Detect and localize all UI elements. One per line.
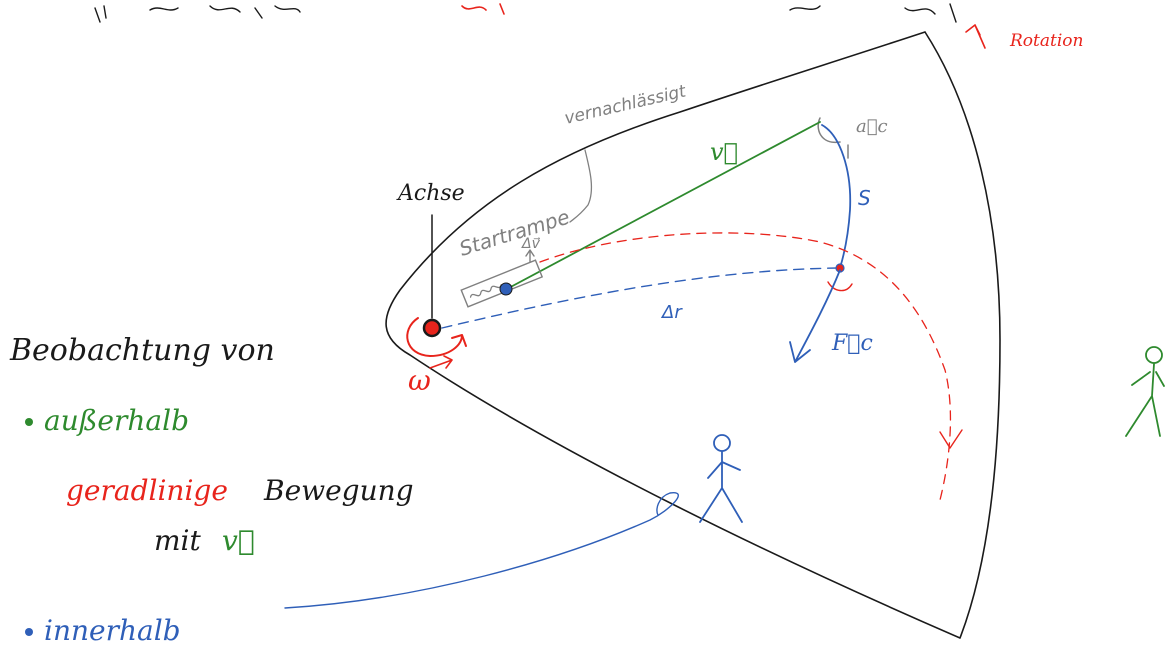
omega-label: ω — [408, 364, 431, 397]
rotation-arrow — [965, 24, 986, 49]
motion-label: Bewegung — [263, 474, 414, 507]
delta-r-label: Δr — [660, 302, 683, 323]
vernachlaessigt-bracket — [569, 149, 593, 223]
omega-arrow — [429, 355, 453, 369]
bullet-inside — [25, 628, 33, 636]
startrampe-label: Startrampe — [456, 205, 572, 261]
inside-observer — [699, 434, 743, 523]
ball-start — [499, 282, 513, 296]
launch-ramp — [460, 259, 544, 308]
delta-r-line — [441, 267, 839, 329]
observation-heading: Beobachtung von — [9, 333, 275, 368]
velocity-label-green: v⃗ — [222, 524, 255, 557]
centrifugal-force-label: F⃗c — [831, 331, 873, 356]
cutoff-red-stroke — [461, 3, 505, 15]
velocity-label-top: v⃗ — [710, 138, 738, 166]
trajectory-point-arc — [827, 281, 853, 292]
cutoff-top-text — [94, 3, 957, 23]
centripetal-accel-label: a⃗c — [856, 116, 888, 137]
vernachlaessigt-label: vernachlässigt — [563, 81, 689, 129]
delta-v-arrow — [525, 249, 535, 263]
curved-trajectory-arrowhead — [939, 429, 963, 449]
outside-label: außerhalb — [44, 404, 189, 437]
straight-motion-label: geradlinige — [66, 474, 228, 507]
centripetal-accel-curve — [817, 117, 849, 159]
omega-rotation-arrow — [406, 317, 467, 357]
axis-label: Achse — [396, 181, 465, 206]
rotation-label: Rotation — [1009, 31, 1083, 51]
centrifugal-force-arrow — [789, 269, 841, 363]
arc-label-s: S — [858, 186, 871, 210]
curved-trajectory — [539, 232, 952, 501]
bullet-outside — [25, 418, 33, 426]
axis-point — [422, 318, 442, 338]
disc-outline — [385, 31, 1001, 639]
trajectory-line — [504, 121, 821, 291]
arc-path-s — [821, 124, 852, 269]
outside-observer — [1125, 346, 1165, 437]
with-label: mit — [154, 524, 202, 557]
delta-v-label: Δv⃗ — [521, 236, 541, 252]
inside-pointer-line — [284, 492, 679, 609]
inside-label: innerhalb — [44, 614, 181, 646]
